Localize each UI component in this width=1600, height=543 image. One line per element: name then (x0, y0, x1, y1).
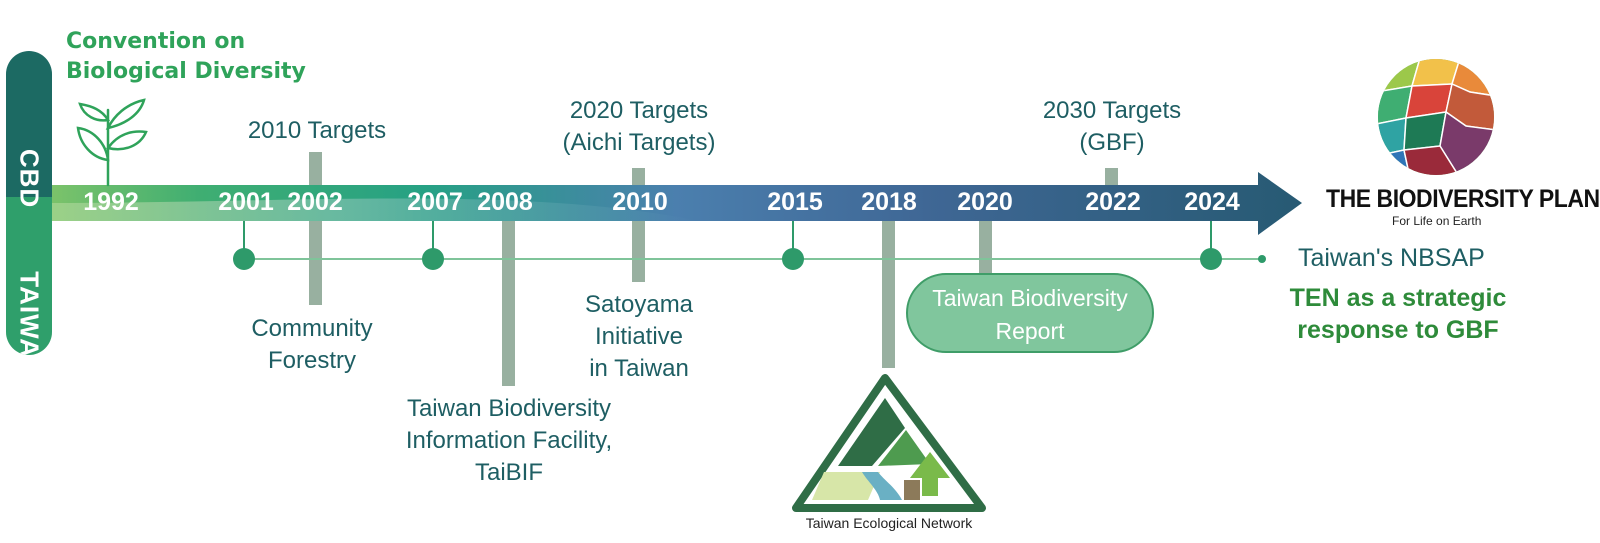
year-2020: 2020 (957, 188, 1013, 216)
label-community-forestry: Community Forestry (251, 313, 372, 377)
cbd-title-line1: Convention on (66, 29, 246, 54)
dot-2001 (233, 248, 255, 270)
label-2010-targets-line1: 2010 Targets (247, 117, 387, 144)
label-2020-targets: 2020 Targets (Aichi Targets) (563, 95, 716, 159)
label-community-forestry-line2: Forestry (267, 347, 357, 374)
label-community-forestry-line1: Community (251, 315, 373, 342)
year-2018: 2018 (861, 188, 917, 216)
year-2010: 2010 (612, 188, 668, 216)
post-2008 (502, 220, 515, 386)
biodiversity-plan-subtitle: For Life on Earth (1392, 214, 1482, 228)
year-2015: 2015 (767, 188, 823, 216)
label-ten-line1: TEN as a strategic (1289, 284, 1507, 312)
label-taibif-line2: Information Facility, (405, 427, 613, 454)
dot-2007 (422, 248, 444, 270)
track-end-dot (1258, 255, 1266, 263)
taiwan-biodiversity-report-pill: Taiwan Biodiversity Report (906, 273, 1154, 353)
post-2018 (882, 220, 895, 368)
dot-2024 (1200, 248, 1222, 270)
ten-logo-caption: Taiwan Ecological Network (805, 515, 973, 531)
biodiversity-plan-title: THE BIODIVERSITY PLAN (1326, 185, 1600, 213)
label-2030-targets-line1: 2030 Targets (1042, 97, 1182, 124)
post-2020 (979, 220, 992, 274)
side-label-pill: CBD TAIWAN (6, 51, 52, 355)
label-satoyama: Satoyama Initiative in Taiwan (585, 289, 693, 385)
mosaic-globe-icon (1378, 59, 1494, 175)
label-satoyama-line2: Initiative (594, 323, 684, 350)
year-1992: 1992 (83, 188, 139, 216)
year-2001: 2001 (218, 188, 274, 216)
side-label-cbd: CBD (14, 148, 45, 209)
label-satoyama-line3: in Taiwan (589, 355, 689, 382)
report-line1: Taiwan Biodiversity (932, 285, 1128, 311)
label-taibif-line1: Taiwan Biodiversity (406, 395, 612, 422)
taiwan-ecological-network-logo (792, 374, 986, 512)
label-2030-targets-line2: (GBF) (1079, 129, 1145, 156)
year-2024: 2024 (1184, 188, 1240, 216)
year-2007: 2007 (407, 188, 463, 216)
label-ten-strategic-response: TEN as a strategic response to GBF (1290, 282, 1507, 346)
cbd-title: Convention on Biological Diversity (66, 27, 306, 87)
label-2020-targets-line2: (Aichi Targets) (562, 129, 716, 156)
cbd-title-line2: Biological Diversity (66, 59, 306, 84)
year-2008: 2008 (477, 188, 533, 216)
label-2030-targets: 2030 Targets (GBF) (1043, 95, 1181, 159)
label-satoyama-line1: Satoyama (584, 291, 694, 318)
arrow-swoosh (50, 198, 700, 221)
side-label-taiwan: TAIWAN (14, 271, 45, 355)
label-2020-targets-line1: 2020 Targets (569, 97, 709, 124)
label-taibif: Taiwan Biodiversity Information Facility… (406, 393, 612, 489)
post-2002 (309, 152, 322, 305)
report-line2: Report (995, 318, 1065, 344)
label-taibif-line3: TaiBIF (474, 459, 544, 486)
post-2022 (1105, 168, 1118, 188)
label-taiwan-nbsap: Taiwan's NBSAP (1298, 244, 1485, 272)
year-2022: 2022 (1085, 188, 1141, 216)
year-2002: 2002 (287, 188, 343, 216)
dot-2015 (782, 248, 804, 270)
label-2010-targets: 2010 Targets (248, 115, 386, 147)
label-ten-line2: response to GBF (1297, 316, 1499, 344)
sprout-icon (76, 98, 148, 187)
